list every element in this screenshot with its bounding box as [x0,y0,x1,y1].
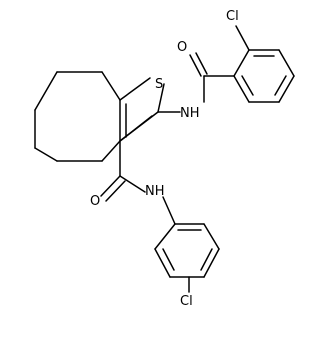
chlorine-top-label: Cl [226,9,239,24]
chlorine-bottom-label: Cl [180,294,193,309]
bonds [34,25,295,293]
oxygen-bottom-label: O [90,194,100,209]
amine-bottom-label: NH [145,184,165,199]
amine-top-label: NH [180,106,200,121]
sulfur-label: S [155,77,163,92]
oxygen-top-label: O [177,40,187,55]
atom-labels: Cl O S NH O NH Cl [90,9,239,309]
